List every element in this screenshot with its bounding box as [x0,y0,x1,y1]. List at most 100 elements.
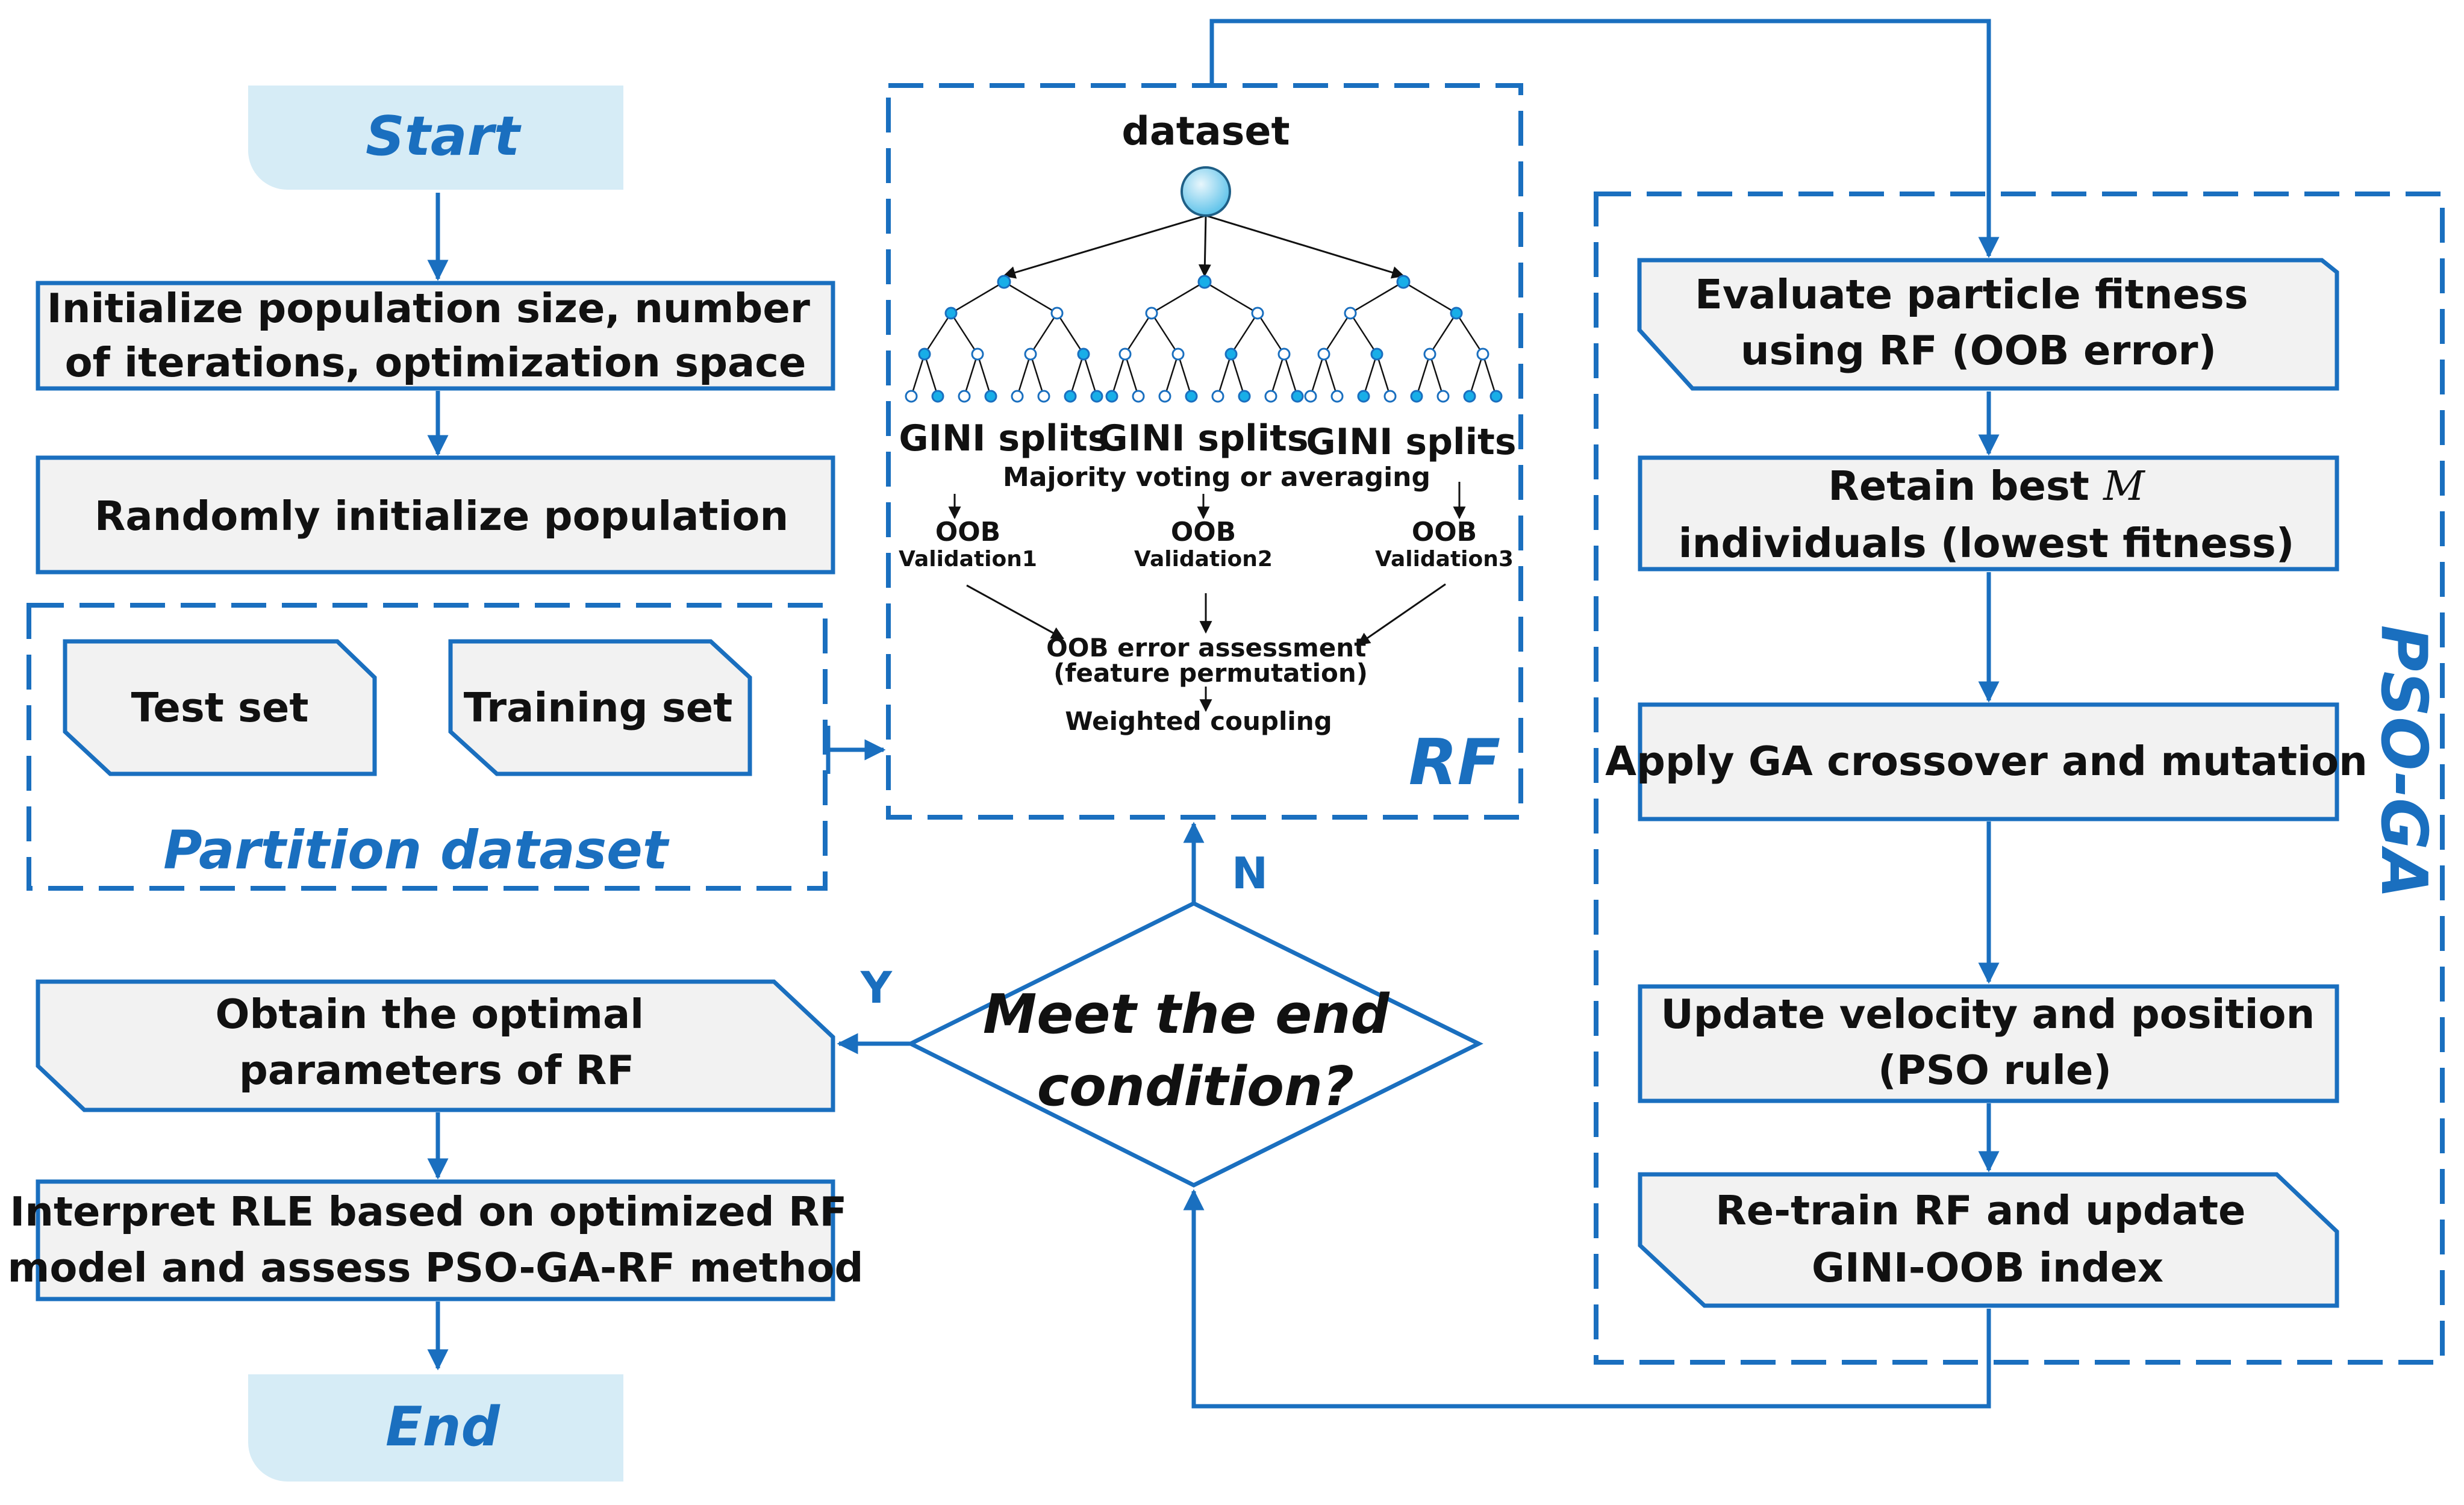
tree1-edge [923,313,952,355]
tree3-edge [1376,354,1391,397]
svg-text:Initialize population size, nu: Initialize population size, number of it… [47,285,824,386]
gini-splits-label-3: GINI splits [1306,421,1516,463]
tree2-node [1158,390,1171,403]
obtain-parameters-box [36,979,835,1112]
tree2-node [1277,347,1291,361]
gini-splits-label-1: GINI splits [899,417,1109,460]
svg-text:Evaluate particle fitness: Evaluate particle fitness using RF (OOB … [1695,271,2262,374]
tree3-node [1330,390,1344,403]
tree2-node [1197,275,1212,289]
tree1-edge [950,313,979,355]
tree1-edge [950,281,1005,314]
tree2-edge [1150,313,1179,355]
update-velocity-box [1638,984,2339,1103]
update-text-line2: (PSO rule) [1878,1047,2112,1094]
oob-label-3: OOB [1412,517,1477,547]
root-to-tree3-arrow [1205,214,1405,279]
tree1-node [984,390,997,403]
tree3-edge [1323,354,1338,397]
tree3-edge [1309,354,1325,397]
tree2-node [1251,307,1264,320]
rf-root-node [1181,166,1231,217]
interpret-text-line1: Interpret RLE based on optimized RF [10,1188,847,1235]
tree1-node [1011,390,1024,403]
training-set-text: Training set [464,684,733,731]
retain-best-box [1638,455,2339,572]
validation2-label: Validation2 [1134,547,1273,572]
partition-dataset-label: Partition dataset [163,819,670,881]
init-box [36,281,835,391]
test-set-text: Test set [131,684,309,731]
tree3-node [1436,390,1450,403]
tree1-node [944,307,958,320]
tree1-node [1077,347,1090,361]
tree1-node [1090,390,1103,403]
tree3-node [1476,347,1489,361]
validation1-label: Validation1 [899,547,1037,572]
tree3-node [1357,390,1370,403]
tree2-edge [1283,354,1299,397]
tree3-node [1396,275,1411,289]
tree3-edge [1323,313,1352,355]
tree1-edge [1029,313,1058,355]
tree2-edge [1270,354,1285,397]
tree3-node [1383,390,1397,403]
crossover-text: Apply GA crossover and mutation [1605,738,2368,785]
root-to-tree1-arrow [1002,214,1206,279]
tree3-edge [1429,354,1444,397]
tree3-node [1304,390,1317,403]
update-text-line1: Update velocity and position [1661,991,2315,1038]
tree1-edge [910,354,926,397]
tree3-edge [1429,313,1458,355]
evaluate-fitness-box [1637,258,2339,391]
tree1-edge [1003,281,1058,314]
obtain-text-line1: Obtain the optimal [216,991,644,1038]
oob-label-2: OOB [1171,517,1236,547]
tree2-node [1105,390,1118,403]
rf-dataset-label: dataset [1121,109,1290,154]
tree2-node [1264,390,1277,403]
tree3-node [1423,347,1436,361]
arrow-rf-to-evaluate [1209,19,2000,258]
svg-text:Re-train RF and update GIN: Re-train RF and update GINI-OOB index [1715,1187,2260,1291]
tree3-edge [1403,281,1457,314]
tree1-edge [1082,354,1098,397]
rf-tree-diagram [905,214,1503,403]
random-init-text: Randomly initialize population [95,493,788,540]
tree2-edge [1124,354,1140,397]
end-label: End [385,1395,501,1459]
tree3-edge [1362,354,1378,397]
arrow-val1-assessment [966,584,1064,640]
tree3-node [1370,347,1383,361]
tree2-node [1291,390,1304,403]
tree2-edge [1230,313,1259,355]
tree3-edge [1455,313,1484,355]
svg-text:Retain best M: Retain best M [1828,463,2145,509]
tree1-node [997,275,1011,289]
svg-text:Interpret RLE based on optimiz: Interpret RLE based on optimized RF mode… [8,1188,864,1291]
tree3-node [1463,390,1476,403]
tree1-node [971,347,984,361]
init-text-line1: Initialize population size, number [47,285,810,332]
tree2-node [1171,347,1185,361]
tree1-node [931,390,944,403]
interpret-box [36,1179,835,1301]
tree2-node [1132,390,1145,403]
partition-dataset-cluster [27,603,828,891]
tree2-edge [1111,354,1126,397]
tree3-edge [1349,313,1378,355]
no-label: N [1232,848,1268,899]
tree1-edge [923,354,939,397]
svg-text:Update velocity and position: Update velocity and position (PSO rule) [1661,991,2328,1094]
tree3-edge [1350,281,1404,314]
tree2-node [1238,390,1251,403]
tree1-node [1024,347,1037,361]
tree1-edge [1029,354,1045,397]
tree1-edge [1056,313,1085,355]
training-set-box [448,639,752,776]
retain-text-line2: individuals (lowest fitness) [1679,520,2295,567]
tree1-node [1037,390,1050,403]
tree2-node [1118,347,1132,361]
retain-text-prefix: Retain best [1828,463,2103,509]
